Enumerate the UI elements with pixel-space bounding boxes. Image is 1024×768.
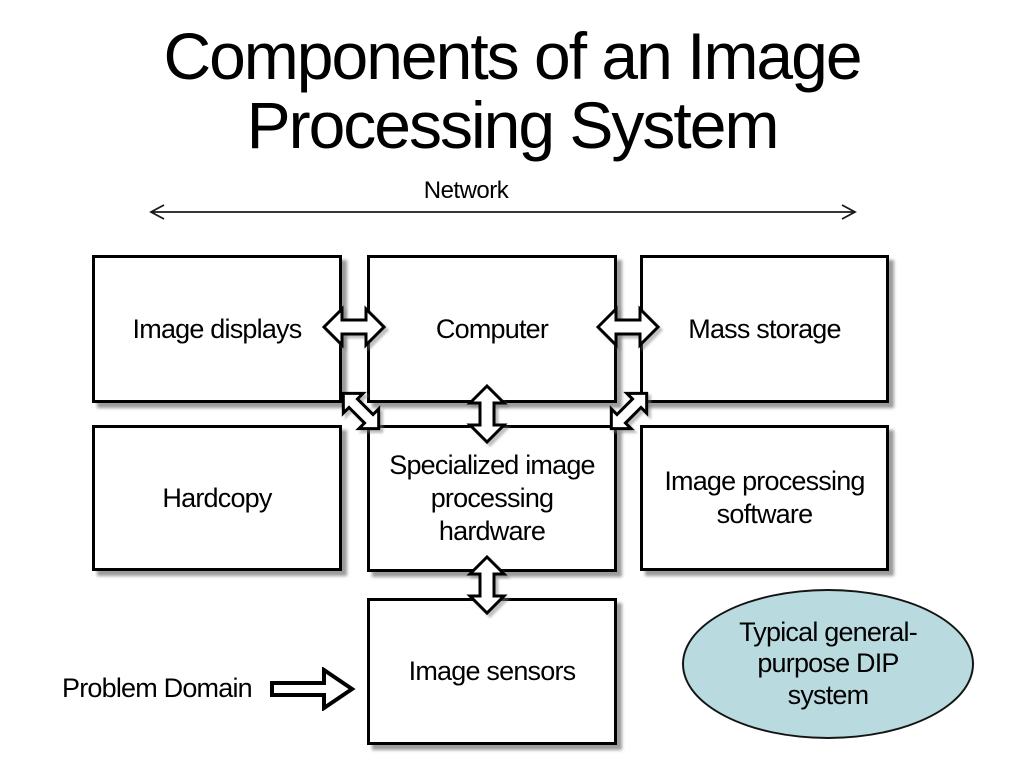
box-specialized-hardware: Specialized image processing hardware [367,425,617,572]
box-hardcopy: Hardcopy [92,425,342,571]
dip-ellipse: Typical general- purpose DIP system [682,589,974,739]
box-image-sensors: Image sensors [367,598,617,745]
double-arrow-computer-specialized-icon [466,384,508,444]
double-arrow-specialized-sensors-icon [466,555,508,615]
box-image-processing-software-label: Image processing software [664,466,865,529]
box-hardcopy-label: Hardcopy [162,482,272,513]
arrow-problem-domain-icon [270,667,356,711]
double-arrow-displays-computer-icon [322,305,386,349]
network-double-arrow-icon [149,204,857,220]
box-mass-storage-label: Mass storage [688,313,841,344]
double-arrow-diagonal-right-icon [609,391,649,431]
box-specialized-hardware-label: Specialized image processing hardware [389,450,595,546]
slide-title: Components of an Image Processing System [163,19,862,163]
box-image-sensors-label: Image sensors [408,656,576,687]
double-arrow-diagonal-left-icon [341,391,381,431]
box-image-displays-label: Image displays [132,313,303,344]
box-mass-storage: Mass storage [640,255,889,403]
box-computer-label: Computer [435,313,549,344]
problem-domain-label: Problem Domain [62,673,253,703]
dip-ellipse-label: Typical general- purpose DIP system [739,617,918,710]
double-arrow-computer-storage-icon [596,305,660,349]
network-label: Network [423,177,509,204]
box-image-processing-software: Image processing software [640,425,889,571]
box-image-displays: Image displays [92,255,342,403]
box-computer: Computer [367,255,617,403]
